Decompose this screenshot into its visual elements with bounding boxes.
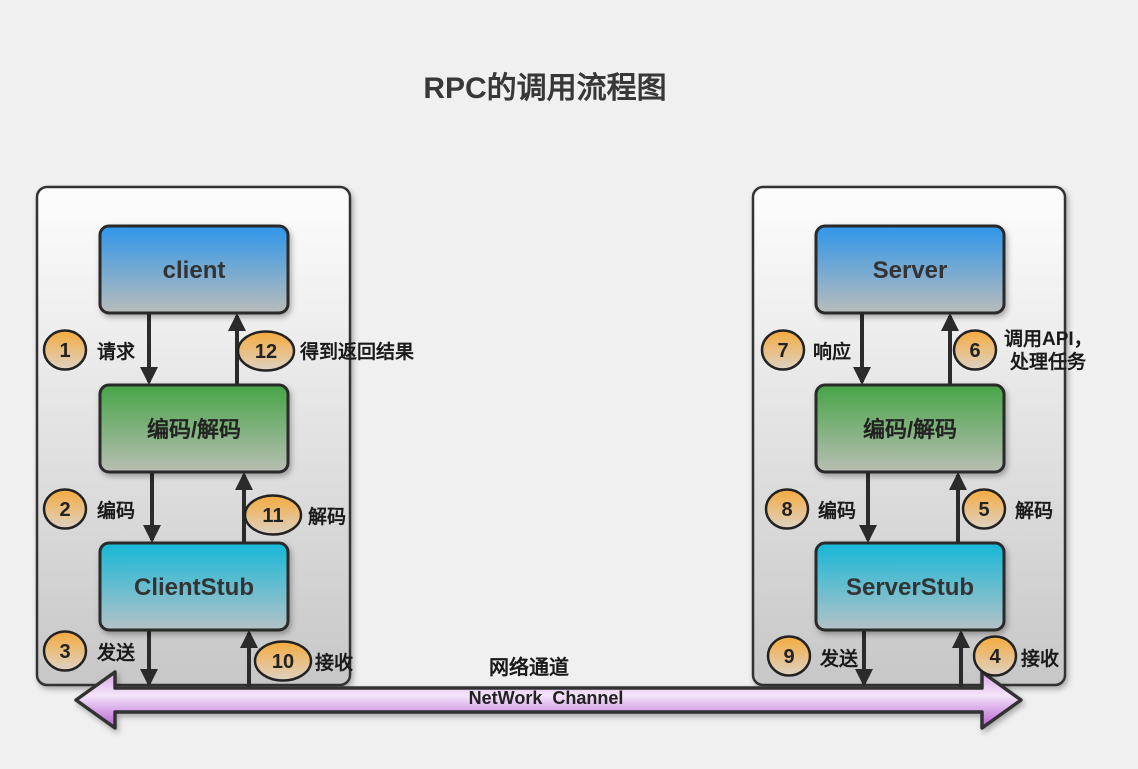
step-badge-1: 1 请求 [42, 329, 136, 371]
step-7-label: 响应 [813, 340, 851, 363]
server-stub-box-rect [814, 541, 1006, 632]
client-stub-box-rect [98, 541, 290, 632]
client-codec-box-label: 编码/解码 [147, 417, 241, 442]
badge-11-ellipse [243, 494, 303, 536]
badge-7-ellipse [760, 329, 806, 371]
badge-1-number: 1 [59, 340, 70, 362]
badge-4-number: 4 [989, 646, 1001, 668]
network-channel-arrow [74, 670, 1023, 730]
badge-9-number: 9 [783, 646, 794, 668]
client-box-rect [98, 224, 290, 315]
step-badge-5: 5 解码 [961, 488, 1053, 530]
server-stub-box: ServerStub [814, 541, 1006, 632]
step-12-label: 得到返回结果 [299, 340, 414, 363]
client-stub-box: ClientStub [98, 541, 290, 632]
badge-12-number: 12 [255, 341, 277, 363]
badge-10-number: 10 [272, 651, 294, 673]
network-channel-label-zh: 网络通道 [489, 655, 569, 679]
badge-8-ellipse [764, 488, 810, 530]
step-11-label: 解码 [308, 505, 346, 528]
step-1-label: 请求 [97, 340, 136, 363]
badge-7-number: 7 [777, 340, 788, 362]
badge-1-ellipse [42, 329, 88, 371]
step-badge-3: 3 发送 [42, 630, 136, 672]
step-badge-6: 6 调用API， 处理任务 [952, 328, 1093, 373]
badge-6-ellipse [952, 329, 998, 371]
step-6-label-line2: 处理任务 [1009, 350, 1087, 373]
step-2-label: 编码 [97, 499, 135, 522]
badge-11-number: 11 [262, 505, 283, 527]
server-codec-box: 编码/解码 [814, 383, 1006, 474]
badge-8-number: 8 [781, 499, 792, 521]
client-codec-box-rect [98, 383, 290, 474]
step-8-label: 编码 [818, 499, 856, 522]
client-codec-box: 编码/解码 [98, 383, 290, 474]
channel-band [74, 670, 1023, 730]
step-badge-12: 12 得到返回结果 [236, 330, 414, 372]
step-badge-10: 10 接收 [253, 640, 353, 682]
server-stub-box-label: ServerStub [846, 574, 974, 601]
step-4-label: 接收 [1021, 647, 1059, 670]
server-box: Server [814, 224, 1006, 315]
server-flow-arrows [853, 313, 970, 687]
client-box-label: client [163, 257, 226, 284]
badge-10-ellipse [253, 640, 313, 682]
step-badge-8: 8 编码 [764, 488, 856, 530]
badge-12-ellipse [236, 330, 296, 372]
badge-5-ellipse [961, 488, 1007, 530]
server-codec-box-label: 编码/解码 [863, 417, 957, 442]
badge-6-number: 6 [969, 340, 980, 362]
client-box: client [98, 224, 290, 315]
server-box-rect [814, 224, 1006, 315]
badge-9-ellipse [766, 635, 812, 677]
step-badge-7: 7 响应 [760, 329, 851, 371]
badge-3-ellipse [42, 630, 88, 672]
step-3-label: 发送 [96, 641, 136, 664]
step-badge-9: 9 发送 [766, 635, 859, 677]
badge-4-ellipse [972, 635, 1018, 677]
step-5-label: 解码 [1015, 499, 1053, 522]
step-badge-2: 2 编码 [42, 488, 135, 530]
step-badge-4: 4 接收 [972, 635, 1059, 677]
server-codec-box-rect [814, 383, 1006, 474]
step-badge-11: 11 解码 [243, 494, 346, 536]
badge-2-ellipse [42, 488, 88, 530]
client-stub-box-label: ClientStub [134, 574, 254, 601]
badge-3-number: 3 [59, 641, 70, 663]
step-6-label-line1: 调用API， [1004, 328, 1093, 350]
network-channel-label-en: NetWork Channel [469, 688, 624, 708]
page-title: RPC的调用流程图 [423, 72, 666, 105]
step-10-label: 接收 [315, 651, 353, 674]
step-9-label: 发送 [819, 647, 859, 670]
badge-2-number: 2 [59, 499, 70, 521]
badge-5-number: 5 [978, 499, 989, 521]
server-box-label: Server [873, 257, 948, 284]
